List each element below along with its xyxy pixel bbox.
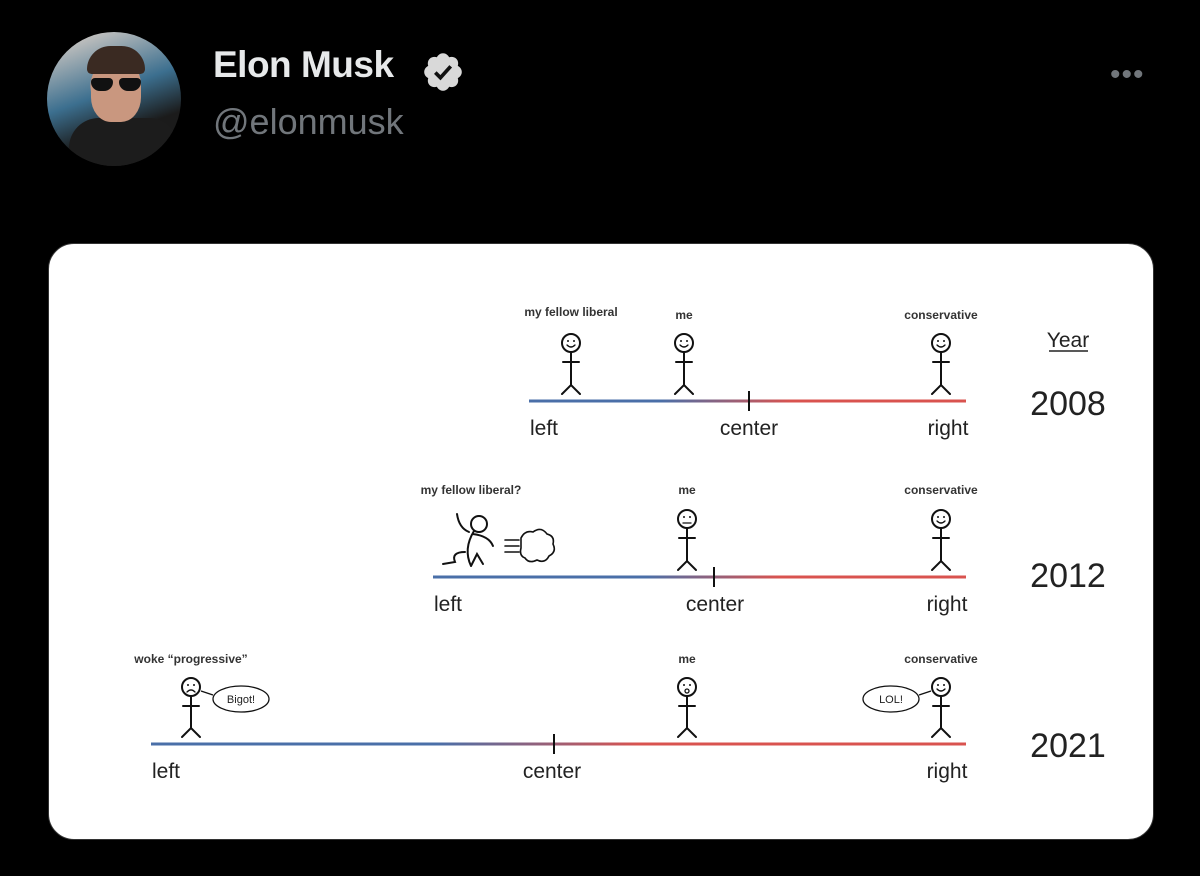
author-name[interactable]: Elon Musk (213, 44, 394, 85)
axis-label-center: center (523, 760, 581, 783)
figure-label: conservative (904, 308, 978, 322)
timeline-row-2021: left center right 2021 woke “progressive” Big… (133, 652, 1106, 783)
year-label: 2012 (1030, 557, 1106, 595)
figure-label: conservative (904, 652, 978, 666)
speech-bubble: Bigot! (200, 685, 270, 713)
stick-figure-me: me (674, 308, 694, 395)
author-avatar[interactable] (47, 32, 181, 166)
timeline-row-2008: left center right 2008 my fellow liberal me co… (524, 305, 1106, 440)
stick-figure-liberal: my fellow liberal? (421, 483, 556, 567)
figure-label: me (678, 652, 696, 666)
figure-label: my fellow liberal (524, 305, 617, 319)
avatar-shirt (69, 118, 179, 166)
stick-figure-me: me (677, 483, 697, 571)
author-handle[interactable]: @elonmusk (213, 101, 404, 142)
figure-label: conservative (904, 483, 978, 497)
figure-label: woke “progressive” (133, 652, 247, 666)
axis-label-right: right (928, 417, 969, 440)
avatar-hair (87, 46, 145, 74)
year-label: 2008 (1030, 385, 1106, 423)
stick-figure-liberal: woke “progressive” Bigot! (133, 652, 270, 738)
verified-badge-icon (424, 53, 462, 91)
axis-label-left: left (434, 593, 462, 616)
axis-label-left: left (530, 417, 558, 440)
year-header: Year (1047, 329, 1089, 352)
stick-figure-conservative: conservative (904, 483, 978, 571)
axis-label-center: center (686, 593, 744, 616)
speech-bubble: LOL! (862, 685, 932, 713)
stick-figure-conservative: conservative (904, 308, 978, 395)
timeline-row-2012: left center right 2012 my fellow liberal? me c… (421, 483, 1106, 616)
axis-label-right: right (927, 593, 968, 616)
axis-label-right: right (927, 760, 968, 783)
more-options-button[interactable]: ••• (1110, 58, 1145, 91)
speech-text: LOL! (879, 694, 903, 706)
axis-label-left: left (152, 760, 180, 783)
stick-figure-me: me (677, 652, 697, 738)
speech-text: Bigot! (227, 694, 255, 706)
figure-label: my fellow liberal? (421, 483, 522, 497)
figure-label: me (678, 483, 696, 497)
stick-figure-liberal: my fellow liberal (524, 305, 618, 395)
axis-label-center: center (720, 417, 778, 440)
year-label: 2021 (1030, 727, 1106, 765)
political-spectrum-diagram: Year left center right 2008 my fellow libera… (133, 305, 1106, 783)
figure-label: me (675, 308, 693, 322)
avatar-sunglasses (91, 78, 143, 91)
tweet-image[interactable]: Year left center right 2008 my fellow libera… (48, 243, 1154, 840)
